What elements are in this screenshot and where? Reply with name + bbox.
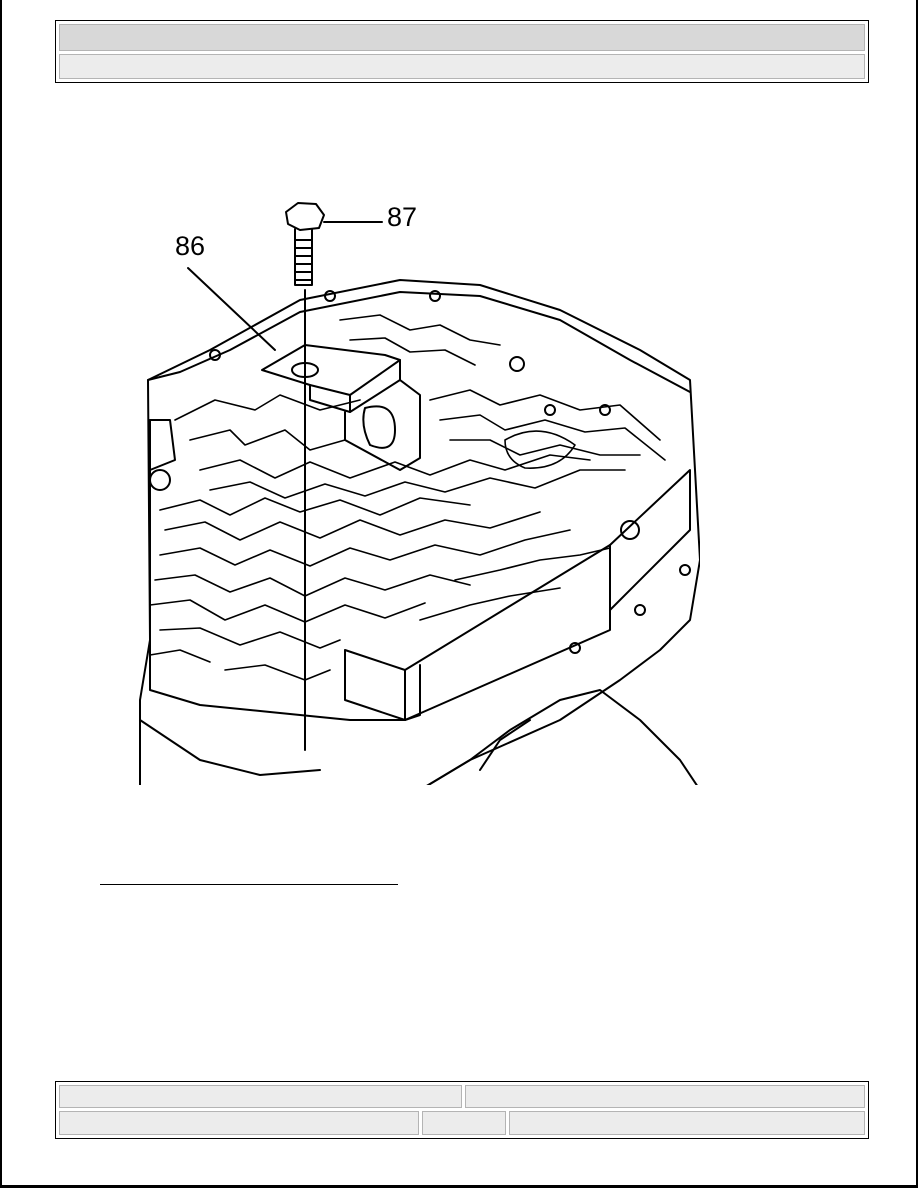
horizontal-rule [100,884,398,885]
valve-body-illustration [139,202,700,785]
callout-86: 86 [175,231,206,261]
callout-87: 87 [387,202,418,232]
header-box [55,20,869,83]
footer-box [55,1081,869,1139]
footer-cell-right-bottom [509,1111,865,1135]
footer-cell-left-bottom [59,1111,419,1135]
footer-cell-right-top [465,1085,865,1108]
header-title-bar [59,24,865,51]
footer-cell-mid-bottom [422,1111,506,1135]
footer-cell-left-top [59,1085,462,1108]
header-subtitle-bar [59,54,865,79]
